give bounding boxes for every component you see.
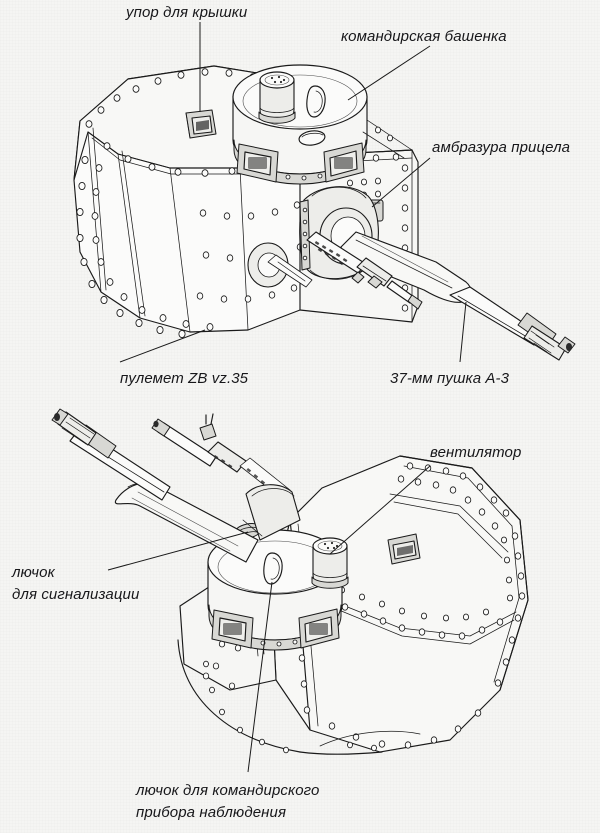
cupola-vision-port-left [236, 143, 279, 183]
guns-lower [51, 408, 301, 563]
main-gun-37mm-upper [340, 231, 576, 361]
label-signal-hatch-line1: лючок [12, 564, 55, 581]
muzzle-brake-lower [51, 408, 117, 459]
label-hatch-stop: упор для крышки [126, 4, 248, 21]
label-sight-port: амбразура прицела [432, 139, 571, 156]
leader-signal-hatch [107, 531, 249, 571]
ventilator-lower [311, 537, 349, 589]
label-ventilator: вентилятор [430, 444, 522, 461]
label-commander-cupola: командирская башенка [341, 28, 507, 45]
lower-turret-view [51, 408, 529, 755]
leader-ventilator [329, 465, 431, 555]
leader-sight-port [371, 157, 431, 208]
ventilator-upper [258, 71, 296, 124]
hatch-stop-bracket-lower [387, 533, 421, 565]
label-signal-hatch-line2: для сигнализации [12, 586, 140, 603]
cupola-vision-port-right [323, 142, 365, 183]
leader-lines-lower [107, 465, 431, 773]
label-observation-line2: прибора наблюдения [136, 804, 287, 821]
commander-cupola-upper[interactable] [232, 64, 368, 185]
leader-commander-cupola [347, 45, 431, 101]
leader-main-gun [459, 301, 467, 363]
upper-turret-view [73, 64, 576, 361]
muzzle-brake-upper [517, 312, 576, 361]
leader-observation-hatch [247, 581, 273, 773]
machine-gun-zb-upper [267, 231, 423, 310]
cupola-vision-port-left-lower [211, 609, 254, 649]
hatch-stop-bracket-upper [185, 109, 217, 139]
turret-hull-lower [271, 455, 529, 753]
leader-machine-gun [119, 329, 206, 363]
cupola-vision-port-right-lower [298, 608, 340, 649]
label-observation-line1: лючок для командирского [136, 782, 320, 799]
label-main-gun: 37-мм пушка А-3 [390, 370, 510, 387]
label-machine-gun: пулемет ZB vz.35 [120, 370, 249, 387]
leader-lines-upper [119, 22, 467, 363]
